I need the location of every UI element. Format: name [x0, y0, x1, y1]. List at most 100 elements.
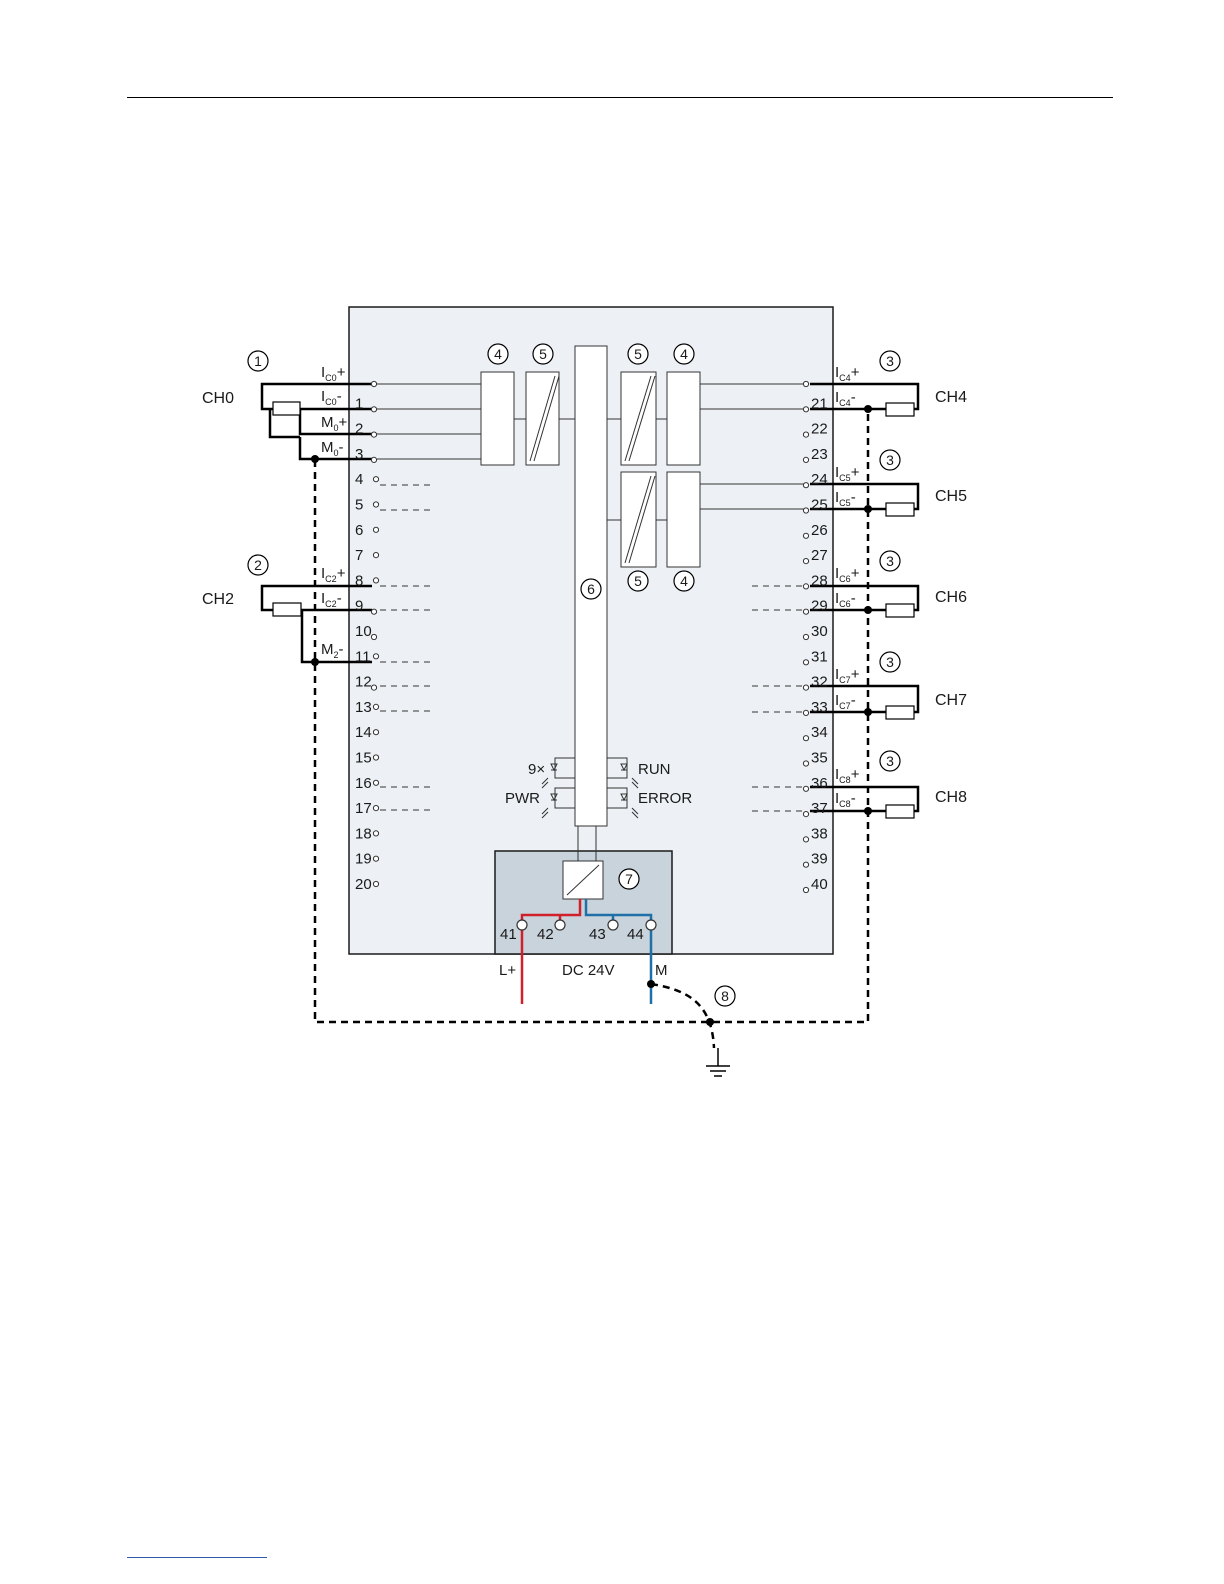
right-terminal-point: [803, 533, 808, 538]
right-terminal-number: 38: [811, 825, 828, 842]
right-terminal-point: [803, 584, 808, 589]
left-terminal-number: 18: [355, 825, 372, 842]
left-terminal-point: [373, 780, 378, 785]
signal-ic5-plus: IC5+: [835, 464, 860, 483]
left-terminal-point: [371, 407, 376, 412]
callout-3-ch7: 3: [880, 652, 900, 672]
signal-ic6-minus: IC6-: [835, 590, 856, 609]
right-terminal-point: [803, 786, 808, 791]
left-terminal-number: 11: [355, 648, 371, 665]
callout-5-right-bottom: 5: [628, 571, 648, 591]
signal-ic7-plus: IC7+: [835, 666, 860, 685]
left-terminal-point: [373, 881, 378, 886]
left-terminal-number: 6: [355, 522, 363, 539]
left-terminal-number: 20: [355, 876, 372, 893]
led-run-label: RUN: [638, 761, 671, 778]
right-terminal-number: 36: [811, 775, 828, 792]
ch2-resistor: [273, 603, 301, 616]
svg-text:7: 7: [625, 871, 633, 887]
signal-ic6-plus: IC6+: [835, 565, 860, 584]
adc-block-right-bottom: [667, 472, 700, 567]
left-terminal-point: [373, 527, 378, 532]
right-terminal-point: [803, 862, 808, 867]
signal-ic2-minus: IC2-: [321, 590, 342, 609]
left-terminal-number: 13: [355, 699, 372, 716]
right-terminal-point: [803, 407, 808, 412]
adc-block-left: [481, 372, 514, 465]
callout-2: 2: [248, 555, 268, 575]
svg-text:2: 2: [254, 557, 262, 573]
left-terminal-point: [373, 477, 378, 482]
svg-text:1: 1: [254, 353, 262, 369]
left-terminal-number: 10: [355, 623, 372, 640]
left-terminal-number: 8: [355, 572, 363, 589]
right-terminal-point: [803, 508, 808, 513]
right-terminal-number: 28: [811, 572, 828, 589]
right-terminal-number: 27: [811, 547, 828, 564]
callout-4-right-bottom: 4: [674, 571, 694, 591]
channel-label-ch6: CH6: [935, 589, 967, 606]
svg-text:3: 3: [886, 753, 894, 769]
right-terminal-point: [803, 609, 808, 614]
left-terminal-point: [373, 755, 378, 760]
adc-block-right-top: [667, 372, 700, 465]
left-terminal-number: 14: [355, 724, 372, 741]
svg-text:3: 3: [886, 353, 894, 369]
right-terminal-point: [803, 660, 808, 665]
left-terminal-number: 1: [355, 395, 363, 412]
right-terminal-number: 30: [811, 623, 828, 640]
left-terminal-point: [373, 502, 378, 507]
signal-m0-plus: M0+: [321, 414, 348, 433]
right-terminal-point: [803, 483, 808, 488]
supply-terminal-41: 41: [500, 926, 517, 943]
right-terminal-point: [803, 710, 808, 715]
right-terminal-number: 21: [811, 395, 828, 412]
left-terminal-point: [373, 806, 378, 811]
callout-3-ch6: 3: [880, 551, 900, 571]
channel-label-ch7: CH7: [935, 692, 967, 709]
svg-text:6: 6: [587, 581, 595, 597]
channel-label-ch5: CH5: [935, 488, 967, 505]
right-terminal-point: [803, 837, 808, 842]
callout-3-ch5: 3: [880, 450, 900, 470]
right-terminal-point: [803, 887, 808, 892]
left-terminal-point: [371, 432, 376, 437]
supply-terminal-44: 44: [627, 926, 644, 943]
callout-3-ch4: 3: [880, 351, 900, 371]
svg-text:5: 5: [634, 346, 642, 362]
channel-label-ch4: CH4: [935, 389, 967, 406]
right-terminal-number: 25: [811, 497, 828, 514]
right-terminal-number: 39: [811, 851, 828, 868]
left-terminal-point: [373, 831, 378, 836]
left-terminal-number: 17: [355, 800, 372, 817]
right-terminal-number: 37: [811, 800, 828, 817]
right-terminal-point: [803, 634, 808, 639]
signal-ic2-plus: IC2+: [321, 565, 346, 584]
callout-1: 1: [248, 351, 268, 371]
channel-label-ch2: CH2: [202, 591, 234, 608]
right-terminal-point: [803, 685, 808, 690]
signal-ic8-minus: IC8-: [835, 790, 856, 809]
svg-text:5: 5: [634, 573, 642, 589]
led-error-label: ERROR: [638, 790, 692, 807]
right-terminal-number: 33: [811, 699, 828, 716]
signal-m2-minus: M2-: [321, 641, 344, 660]
left-terminal-number: 19: [355, 851, 372, 868]
left-terminal-number: 15: [355, 750, 372, 767]
callout-8: 8: [715, 986, 735, 1006]
callout-4-right-top: 4: [674, 344, 694, 364]
footer-rule: [127, 1557, 267, 1558]
left-terminal-point: [371, 457, 376, 462]
right-terminal-number: 31: [811, 648, 828, 665]
ch0-junction-dot: [311, 455, 319, 463]
left-terminal-point: [371, 685, 376, 690]
callout-7: 7: [619, 869, 639, 889]
right-terminal-number: 24: [811, 471, 828, 488]
svg-text:3: 3: [886, 553, 894, 569]
svg-text:5: 5: [539, 346, 547, 362]
left-terminal-number: 16: [355, 775, 372, 792]
signal-ic8-plus: IC8+: [835, 766, 860, 785]
ch2-junction-dot: [311, 658, 319, 666]
